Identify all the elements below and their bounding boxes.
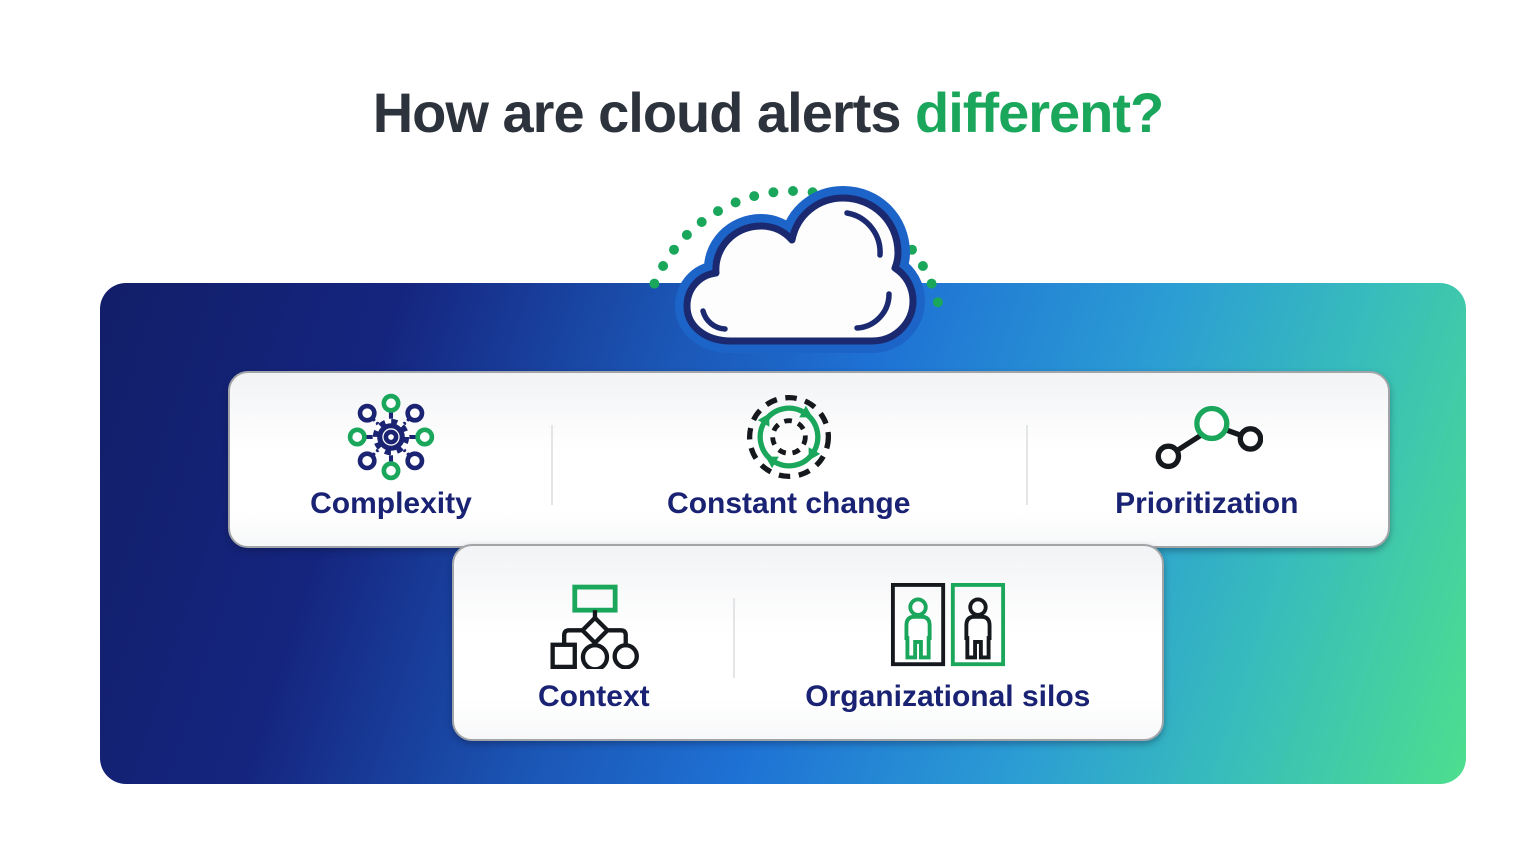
divider <box>1026 425 1028 505</box>
linked-nodes-icon <box>1151 391 1263 483</box>
item-label: Prioritization <box>1115 487 1299 520</box>
item-context: Context <box>454 546 734 739</box>
divider <box>733 598 735 678</box>
title-text: How are cloud alerts <box>372 81 902 144</box>
cloud-detail-arcs <box>700 210 892 332</box>
item-organizational-silos: Organizational silos <box>734 546 1162 739</box>
title-highlight: different? <box>915 81 1164 144</box>
cloud-icon <box>649 186 943 353</box>
cloud-body <box>683 194 917 345</box>
item-label: Context <box>537 680 650 713</box>
bottom-card: Context Organizational silos <box>452 544 1164 741</box>
cycle-arrows-icon <box>741 391 837 483</box>
top-card: Complexity Constant change <box>228 371 1390 548</box>
item-label: Constant change <box>667 487 911 520</box>
people-silos-icon <box>890 576 1006 676</box>
network-gear-icon <box>341 391 441 483</box>
divider <box>551 425 553 505</box>
item-constant-change: Constant change <box>552 373 1026 546</box>
item-label: Organizational silos <box>805 680 1091 713</box>
page-title: How are cloud alerts different? <box>0 80 1536 145</box>
item-complexity: Complexity <box>230 373 552 546</box>
flowchart-icon <box>544 576 644 676</box>
item-label: Complexity <box>310 487 472 520</box>
item-prioritization: Prioritization <box>1026 373 1388 546</box>
